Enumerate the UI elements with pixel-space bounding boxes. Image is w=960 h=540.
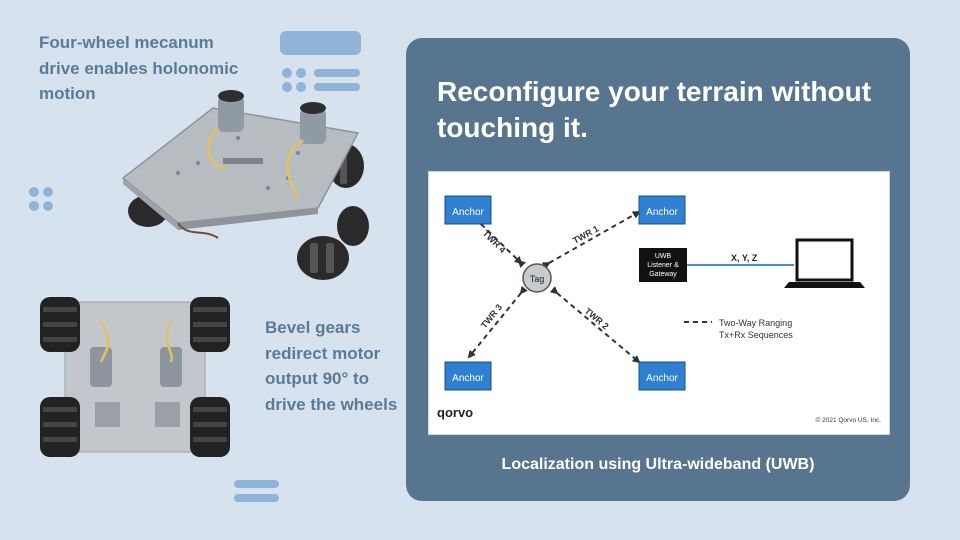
decor-dot [43,187,53,197]
twr-label-1: TWR 1 [571,223,600,245]
panel-caption: Localization using Ultra-wideband (UWB) [501,456,815,473]
tag-label: Tag [530,274,545,284]
decor-dot [282,82,292,92]
twr-arrow [549,286,641,364]
anchor-top-right: Anchor [638,195,686,225]
twr-arrow [467,285,528,359]
anchor-label: Anchor [452,207,484,218]
anchor-label: Anchor [646,373,678,384]
decor-dot [29,187,39,197]
svg-text:UWB: UWB [655,253,672,260]
laptop-icon [784,238,865,288]
tag-node [522,263,552,293]
decor-line [234,480,279,488]
legend-line-1: Two-Way Ranging [719,318,792,328]
svg-text:Gateway: Gateway [649,271,677,278]
anchor-label: Anchor [646,207,678,218]
legend-line-2: Tx+Rx Sequences [719,330,793,340]
robot-gears-photo [40,297,230,457]
anchor-label: Anchor [452,373,484,384]
uwb-diagram: Anchor Anchor Anchor Anchor Tag TWR 1 TW… [428,171,890,435]
uwb-gateway: UWB Listener & Gateway [639,248,687,282]
twr-label-3: TWR 3 [479,302,504,330]
decor-dot [43,201,53,211]
anchor-top-left: Anchor [444,195,492,225]
brand-logo: qorvo [437,405,473,420]
decor-dot [29,201,39,211]
panel-title: Reconfigure your terrain without touchin… [437,76,872,143]
decor-dot [282,68,292,78]
output-label: X, Y, Z [731,253,758,263]
decor-line [234,494,279,502]
twr-label-4: TWR 4 [481,228,508,255]
copyright: © 2021 Qorvo US, Inc. [816,416,882,424]
twr-arrow [541,211,641,270]
decor-dot [296,68,306,78]
decor-pill-top [280,31,361,55]
caption-bevel-gears: Bevel gears redirect motor output 90° to… [265,318,398,414]
anchor-bottom-left: Anchor [444,361,492,391]
localization-panel: Reconfigure your terrain without touchin… [406,38,910,501]
decor-line [314,83,360,91]
caption-mecanum-drive: Four-wheel mecanum drive enables holonom… [39,33,239,103]
robot-chassis-photo [121,90,369,280]
decor-line [314,69,360,77]
svg-text:Listener &: Listener & [647,262,679,269]
decor-dot [296,82,306,92]
twr-arrow [473,216,523,265]
anchor-bottom-right: Anchor [638,361,686,391]
